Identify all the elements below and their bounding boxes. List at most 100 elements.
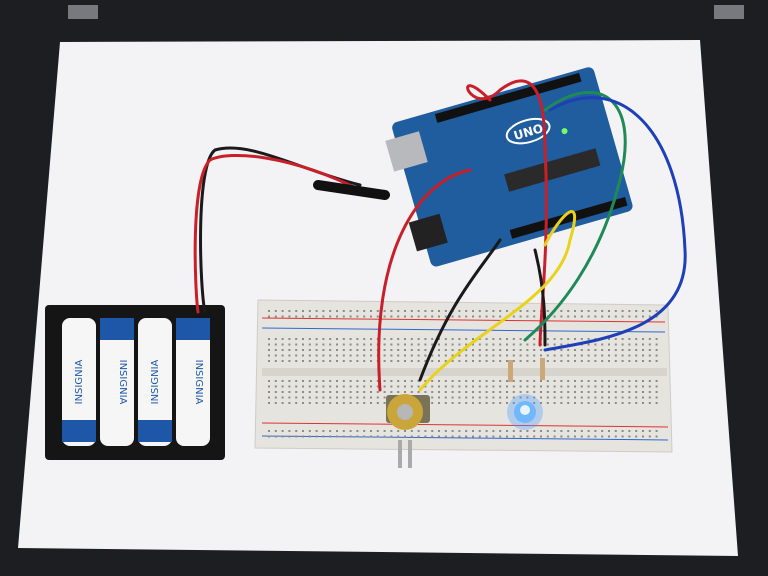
breadboard-hole [431, 310, 434, 312]
breadboard-hole [295, 354, 298, 357]
breadboard-hole [295, 402, 298, 404]
breadboard-hole [376, 402, 379, 404]
breadboard-hole [492, 430, 495, 432]
breadboard-hole [281, 343, 284, 346]
breadboard-hole [356, 310, 359, 312]
breadboard-hole [390, 310, 393, 312]
breadboard-hole [383, 435, 386, 438]
breadboard-hole [594, 310, 597, 312]
breadboard-hole [315, 343, 318, 346]
breadboard-hole [506, 402, 508, 404]
breadboard-hole [574, 338, 576, 340]
breadboard-hole [417, 380, 420, 382]
breadboard-hole [342, 360, 345, 362]
breadboard-hole [315, 310, 318, 312]
breadboard-hole [648, 360, 651, 362]
breadboard-hole [356, 360, 359, 362]
breadboard-hole [648, 310, 651, 312]
breadboard-hole [268, 435, 270, 438]
breadboard-hole [363, 430, 366, 432]
breadboard-hole [370, 315, 372, 318]
breadboard-hole [635, 435, 638, 438]
breadboard-hole [478, 435, 481, 438]
breadboard-hole [397, 391, 400, 393]
breadboard-hole [540, 391, 542, 393]
breadboard-hole [363, 310, 366, 312]
breadboard-hole [458, 343, 461, 346]
breadboard-hole [628, 360, 631, 362]
breadboard-hole [478, 310, 481, 312]
breadboard-hole [608, 343, 610, 346]
breadboard-hole [274, 354, 277, 357]
breadboard-hole [281, 391, 284, 393]
breadboard-hole [410, 338, 413, 340]
breadboard-hole [268, 380, 270, 382]
breadboard-hole [370, 391, 372, 393]
breadboard-hole [506, 349, 508, 351]
breadboard-hole [512, 402, 515, 404]
breadboard-hole [512, 343, 515, 346]
breadboard-hole [390, 349, 393, 351]
breadboard-hole [451, 435, 454, 438]
breadboard-hole [438, 360, 440, 362]
breadboard-hole [628, 349, 631, 351]
breadboard-hole [370, 385, 372, 388]
battery: INSIGNIA [62, 318, 96, 446]
breadboard-hole [506, 360, 508, 362]
breadboard-hole [404, 315, 406, 318]
breadboard-hole [451, 396, 454, 399]
breadboard-hole [295, 391, 298, 393]
breadboard-hole [417, 315, 420, 318]
breadboard-hole [506, 380, 508, 382]
breadboard-hole [458, 310, 461, 312]
breadboard-hole [383, 396, 386, 399]
breadboard-hole [472, 391, 474, 393]
breadboard-hole [322, 391, 325, 393]
breadboard-hole [499, 385, 502, 388]
breadboard-hole [376, 310, 379, 312]
breadboard-hole [628, 343, 631, 346]
breadboard-hole [635, 354, 638, 357]
breadboard-hole [383, 338, 386, 340]
breadboard-hole [642, 349, 644, 351]
breadboard-hole [519, 310, 522, 312]
breadboard-hole [274, 315, 277, 318]
breadboard-hole [349, 349, 352, 351]
breadboard-hole [268, 391, 270, 393]
breadboard-hole [370, 354, 372, 357]
breadboard-hole [492, 343, 495, 346]
breadboard-hole [268, 360, 270, 362]
breadboard-hole [533, 396, 536, 399]
breadboard-hole [587, 435, 590, 438]
breadboard-hole [526, 315, 529, 318]
breadboard-hole [601, 430, 604, 432]
breadboard-hole [567, 435, 570, 438]
microcontroller-chip [504, 148, 601, 192]
paper-sheet [18, 40, 738, 556]
breadboard-hole [349, 354, 352, 357]
breadboard-hole [519, 396, 522, 399]
breadboard-hole [478, 391, 481, 393]
breadboard-hole [506, 391, 508, 393]
breadboard-hole [424, 435, 427, 438]
desk-clip-left [68, 5, 98, 19]
breadboard-hole [533, 360, 536, 362]
breadboard-hole [438, 315, 440, 318]
breadboard-hole [628, 354, 631, 357]
breadboard-hole [601, 360, 604, 362]
breadboard-hole [574, 391, 576, 393]
breadboard-hole [458, 360, 461, 362]
breadboard-hole [370, 380, 372, 382]
breadboard-hole [485, 315, 488, 318]
breadboard-hole [404, 435, 406, 438]
breadboard-hole [268, 349, 270, 351]
breadboard-hole [302, 354, 304, 357]
breadboard-hole [499, 349, 502, 351]
breadboard-hole [553, 430, 556, 432]
breadboard-hole [628, 385, 631, 388]
breadboard-hole [621, 349, 624, 351]
breadboard-hole [397, 338, 400, 340]
breadboard-hole [642, 435, 644, 438]
breadboard-hole [655, 349, 658, 351]
breadboard-hole [349, 360, 352, 362]
